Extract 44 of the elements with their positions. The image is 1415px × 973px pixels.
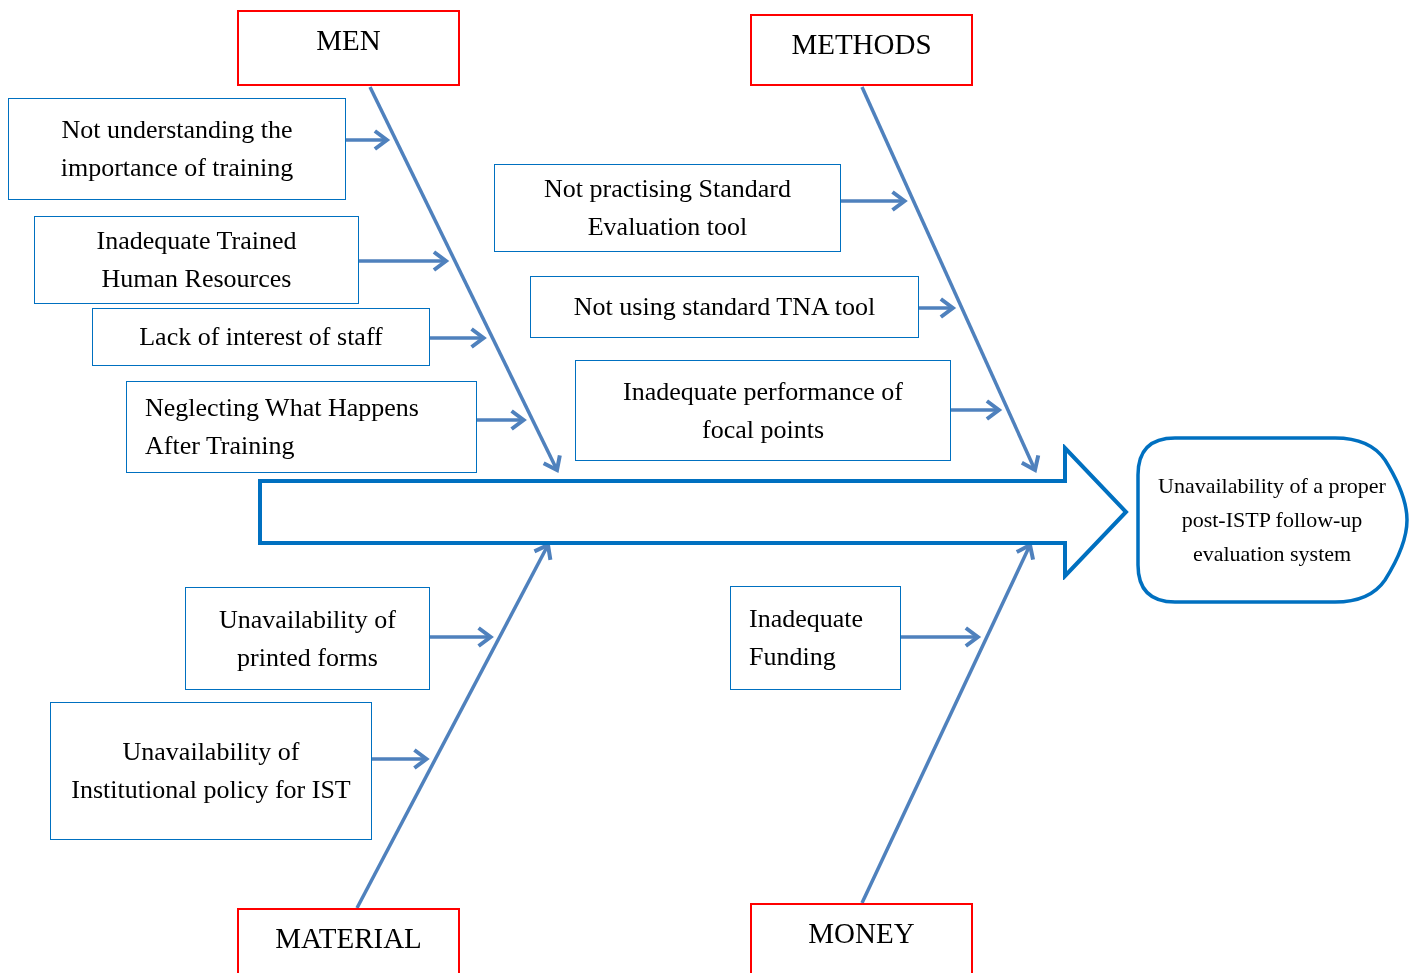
cause-arrow: [430, 626, 493, 648]
category-label: METHODS: [791, 28, 932, 61]
cause-label: Inadequate performance of focal points: [621, 375, 905, 446]
cause-box: [530, 276, 919, 338]
cause-arrow: [477, 409, 526, 431]
category-box: [750, 14, 973, 86]
cause-label: Not understanding the importance of training: [59, 114, 295, 184]
category-box: [237, 10, 460, 86]
cause-box: [92, 308, 430, 366]
cause-label: Not using standard TNA tool: [573, 291, 876, 324]
cause-label: Unavailability of printed forms: [218, 603, 397, 674]
cause-label: Unavailability of Institutional policy for IST: [70, 736, 352, 806]
category-label: MONEY: [808, 917, 915, 950]
cause-arrow: [372, 748, 429, 770]
cause-arrow: [901, 626, 980, 648]
cause-box: [8, 98, 346, 200]
bone-arrow: [860, 86, 1041, 472]
cause-box: [575, 360, 951, 461]
cause-box: [494, 164, 841, 252]
category-box: [237, 908, 460, 973]
cause-label: Neglecting What Happens After Training: [145, 392, 420, 462]
cause-label: Not practising Standard Evaluation tool: [543, 173, 792, 243]
category-label: MATERIAL: [275, 922, 422, 955]
cause-box: [185, 587, 430, 690]
cause-arrow: [430, 327, 486, 349]
cause-label: Inadequate Trained Human Resources: [95, 225, 298, 295]
cause-label: Inadequate Funding: [749, 603, 865, 673]
bone-arrow: [355, 543, 553, 909]
effect-shape: [1135, 435, 1409, 605]
cause-arrow: [951, 399, 1001, 421]
cause-box: [126, 381, 477, 473]
cause-box: [34, 216, 359, 304]
bone-arrow: [368, 86, 562, 472]
category-box: [750, 903, 973, 973]
effect-label: Unavailability of a proper post-ISTP follow-up evaluation system: [1157, 471, 1387, 569]
cause-label: Lack of interest of staff: [139, 321, 383, 354]
cause-arrow: [346, 129, 389, 151]
cause-arrow: [359, 250, 448, 272]
bone-arrow: [860, 543, 1036, 904]
cause-arrow: [841, 190, 907, 212]
cause-box: [730, 586, 901, 690]
cause-arrow: [919, 297, 955, 319]
cause-box: [50, 702, 372, 840]
category-label: MEN: [316, 24, 381, 57]
